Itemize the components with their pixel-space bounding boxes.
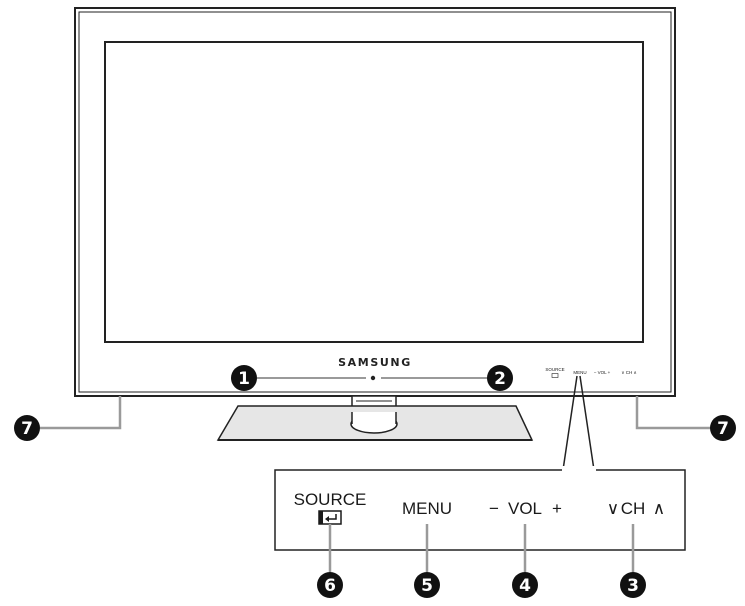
vol-label: VOL — [508, 499, 542, 518]
leader-7-left — [40, 396, 122, 430]
remote-sensor — [370, 375, 376, 381]
svg-text:3: 3 — [627, 576, 639, 596]
zoom-line-left — [562, 375, 578, 471]
vol-minus-label: − — [489, 499, 499, 518]
callout-4: 4 — [512, 572, 538, 598]
source-label: SOURCE — [294, 490, 367, 509]
svg-text:7: 7 — [717, 419, 729, 439]
callout-1: 1 — [231, 365, 257, 391]
callout-6: 6 — [317, 572, 343, 598]
tv-source-icon — [551, 373, 559, 378]
callout-7-right: 7 — [710, 415, 736, 441]
callout-7-left: 7 — [14, 415, 40, 441]
tv-vol-label: − VOL + — [594, 370, 611, 375]
ch-up-label: ∧ — [653, 499, 665, 518]
callout-2: 2 — [487, 365, 513, 391]
tv-source-label: SOURCE — [545, 367, 564, 372]
ch-label: CH — [621, 499, 646, 518]
svg-text:2: 2 — [494, 369, 506, 389]
tv-ch-label: ∨ CH ∧ — [621, 370, 637, 375]
callout-3: 3 — [620, 572, 646, 598]
svg-text:1: 1 — [238, 369, 250, 389]
vol-plus-label: + — [552, 499, 562, 518]
svg-text:7: 7 — [21, 419, 33, 439]
ch-down-label: ∨ — [607, 499, 619, 518]
svg-text:5: 5 — [421, 576, 433, 596]
tv-bezel-inner — [78, 11, 672, 393]
tv-screen — [104, 41, 644, 343]
svg-text:6: 6 — [324, 576, 336, 596]
brand-logo: SAMSUNG — [338, 356, 412, 369]
zoom-line-right — [579, 375, 595, 471]
menu-label: MENU — [402, 499, 452, 518]
svg-text:4: 4 — [519, 576, 531, 596]
tv-menu-label: MENU — [573, 370, 586, 375]
callout-5: 5 — [414, 572, 440, 598]
button-panel-zoom — [274, 469, 686, 551]
leader-7-right — [635, 396, 712, 430]
